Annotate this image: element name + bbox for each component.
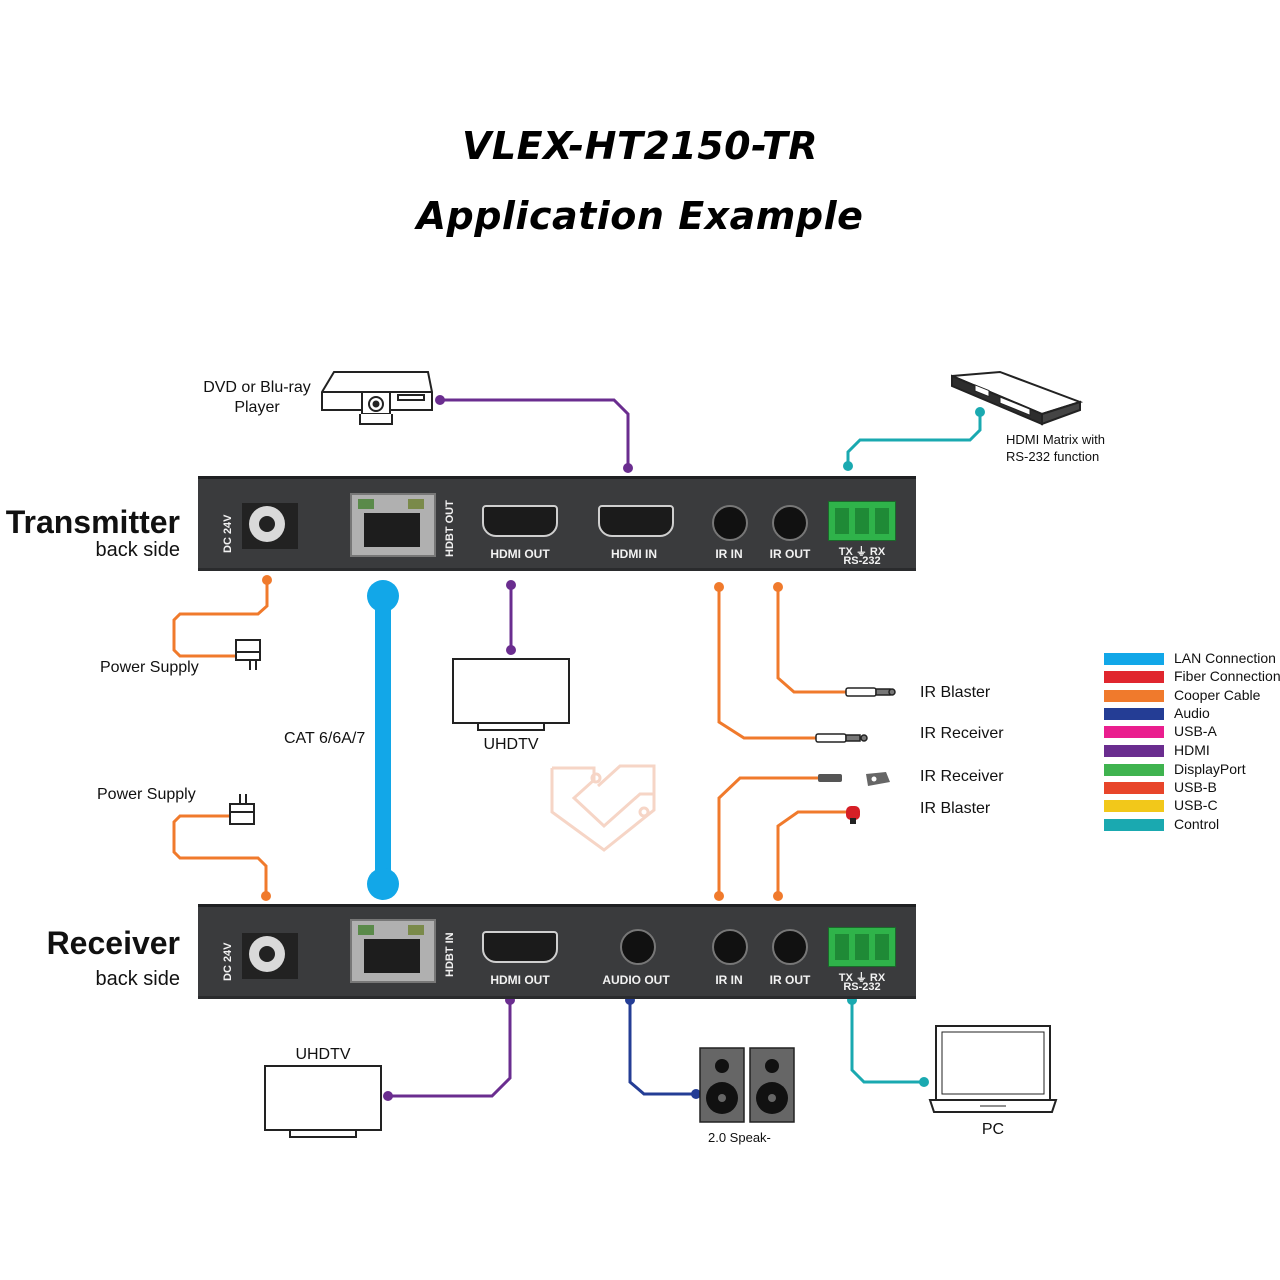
legend-label: USB-C [1174, 797, 1218, 813]
legend-swatch [1104, 653, 1164, 665]
power-supply-top-label: Power Supply [100, 659, 199, 676]
hdmi-matrix-label: HDMI Matrix with RS-232 function [1006, 432, 1105, 464]
transmitter-subtitle: back side [95, 539, 181, 561]
legend-label: USB-B [1174, 779, 1217, 795]
rx-hdmi-out-port[interactable] [482, 931, 558, 963]
legend-swatch [1104, 764, 1164, 776]
speakers-label: 2.0 Speak- [708, 1130, 771, 1145]
uhdtv-top-icon [452, 658, 570, 731]
ir-receiver-top-label: IR Receiver [920, 725, 1004, 742]
speakers-icon [699, 1047, 795, 1123]
cat-cable-label: CAT 6/6A/7 [284, 730, 366, 747]
uhdtv-bottom-icon [264, 1065, 382, 1138]
ir-receiver-bottom-icon [818, 772, 890, 786]
pc-label: PC [981, 1121, 1005, 1138]
legend-swatch [1104, 782, 1164, 794]
rx-audio-out-label: AUDIO OUT [602, 973, 670, 987]
ir-blaster-top-plug-icon [845, 687, 896, 697]
ir-receiver-top-plug-icon [815, 733, 868, 743]
rx-rs232-label: RS-232 [843, 981, 881, 993]
power-adapter-bottom-icon [229, 794, 255, 825]
tx-rj45-port[interactable] [350, 493, 436, 557]
receiver-panel: DC 24V HDBT IN HDMI OUT AUDIO OUT IR IN … [198, 904, 916, 999]
ir-blaster-bottom-icon [846, 806, 860, 824]
legend-label: LAN Connection [1174, 650, 1276, 666]
tx-ir-out-label: IR OUT [769, 547, 811, 561]
rx-dc-jack[interactable] [242, 933, 298, 979]
tx-ir-out-jack[interactable] [772, 505, 808, 541]
watermark-logo-icon [550, 764, 656, 852]
legend-label: Audio [1174, 705, 1210, 721]
ir-receiver-bottom-label: IR Receiver [920, 768, 1004, 785]
rx-audio-out-jack[interactable] [620, 929, 656, 965]
receiver-title: Receiver [46, 925, 180, 961]
receiver-subtitle: back side [95, 968, 181, 990]
tx-ir-in-label: IR IN [715, 547, 743, 561]
dvd-player-label: DVD or Blu-ray Player [203, 379, 311, 416]
rx-rj45-port[interactable] [350, 919, 436, 983]
legend-label: Cooper Cable [1174, 687, 1261, 703]
power-adapter-icon [235, 639, 261, 670]
rx-rs232-terminal[interactable] [828, 927, 896, 967]
legend-swatch [1104, 708, 1164, 720]
transmitter-panel: DC 24V HDBT OUT HDMI OUT HDMI IN IR IN I… [198, 476, 916, 571]
rx-ir-in-jack[interactable] [712, 929, 748, 965]
legend-label: DisplayPort [1174, 761, 1246, 777]
legend-label: HDMI [1174, 742, 1210, 758]
tx-ir-in-jack[interactable] [712, 505, 748, 541]
pc-laptop-icon [928, 1025, 1058, 1113]
tx-hdbt-label: HDBT OUT [444, 500, 456, 557]
legend-swatch [1104, 671, 1164, 683]
rx-rs232-pins-label: TX ⏚ RX [838, 972, 886, 984]
legend-label: USB-A [1174, 723, 1217, 739]
tx-dc-jack[interactable] [242, 503, 298, 549]
legend-swatch [1104, 745, 1164, 757]
transmitter-title: Transmitter [5, 504, 180, 540]
power-supply-bottom-label: Power Supply [97, 786, 196, 803]
legend-swatch [1104, 800, 1164, 812]
tx-rs232-pins-label: TX ⏚ RX [838, 546, 886, 558]
legend-label: Fiber Connection [1174, 668, 1280, 684]
dvd-player-icon [321, 371, 433, 425]
tx-hdmi-out-label: HDMI OUT [490, 547, 550, 561]
diagram-title: VLEX-HT2150-TR [462, 124, 818, 168]
rx-ir-out-jack[interactable] [772, 929, 808, 965]
ir-blaster-bottom-label: IR Blaster [920, 800, 991, 817]
rx-ir-in-label: IR IN [715, 973, 743, 987]
legend-label: Control [1174, 816, 1220, 832]
hdmi-matrix-icon [951, 370, 1084, 426]
tx-dc-label: DC 24V [222, 514, 234, 553]
legend-swatch [1104, 819, 1164, 831]
legend-swatch [1104, 726, 1164, 738]
ir-blaster-top-label: IR Blaster [920, 684, 991, 701]
tx-rs232-label: RS-232 [843, 555, 881, 567]
diagram-subtitle: Application Example [416, 194, 864, 238]
legend-swatch [1104, 690, 1164, 702]
tx-hdmi-out-port[interactable] [482, 505, 558, 537]
tx-hdmi-in-label: HDMI IN [611, 547, 657, 561]
tx-hdmi-in-port[interactable] [598, 505, 674, 537]
rx-hdbt-label: HDBT IN [444, 932, 456, 977]
rx-ir-out-label: IR OUT [769, 973, 811, 987]
uhdtv-bottom-label: UHDTV [295, 1046, 351, 1063]
uhdtv-top-label: UHDTV [483, 736, 539, 753]
tx-rs232-terminal[interactable] [828, 501, 896, 541]
rx-hdmi-out-label: HDMI OUT [490, 973, 550, 987]
rx-dc-label: DC 24V [222, 942, 234, 981]
